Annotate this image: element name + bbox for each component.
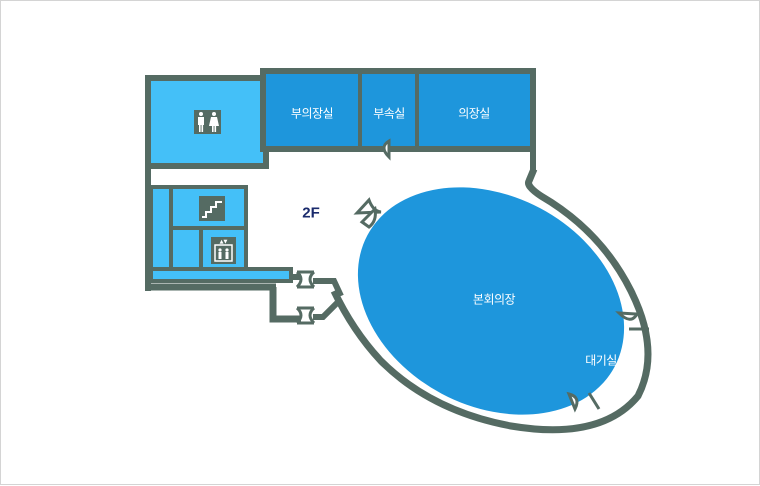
office-block [260, 68, 536, 152]
corridor-strip [149, 267, 293, 283]
waiting-room-door-upper[interactable] [615, 311, 640, 321]
room-label-affiliated-room: 부속실 [373, 106, 405, 121]
hall-outer-wall [330, 167, 652, 434]
svg-text:▲▼: ▲▼ [220, 239, 228, 245]
room-label-chair-office: 의장실 [458, 106, 490, 121]
floor-label: 2F [302, 204, 320, 222]
waiting-room-door-lower[interactable] [566, 391, 579, 413]
elevator-icon: ▲▼ [211, 237, 236, 264]
affiliated-room-door[interactable] [382, 138, 391, 161]
plenary-hall-shape [357, 187, 625, 415]
stairs-icon [199, 196, 225, 221]
hall-door-top[interactable] [353, 197, 382, 229]
entrance-door-lower[interactable] [295, 306, 316, 325]
restroom-icon [194, 110, 221, 134]
room-label-vice-chair-office: 부의장실 [290, 106, 334, 121]
entrance-door-upper[interactable] [295, 270, 316, 289]
room-label-plenary-hall: 본회의장 [472, 292, 516, 307]
room-label-waiting-room: 대기실 [585, 353, 617, 368]
